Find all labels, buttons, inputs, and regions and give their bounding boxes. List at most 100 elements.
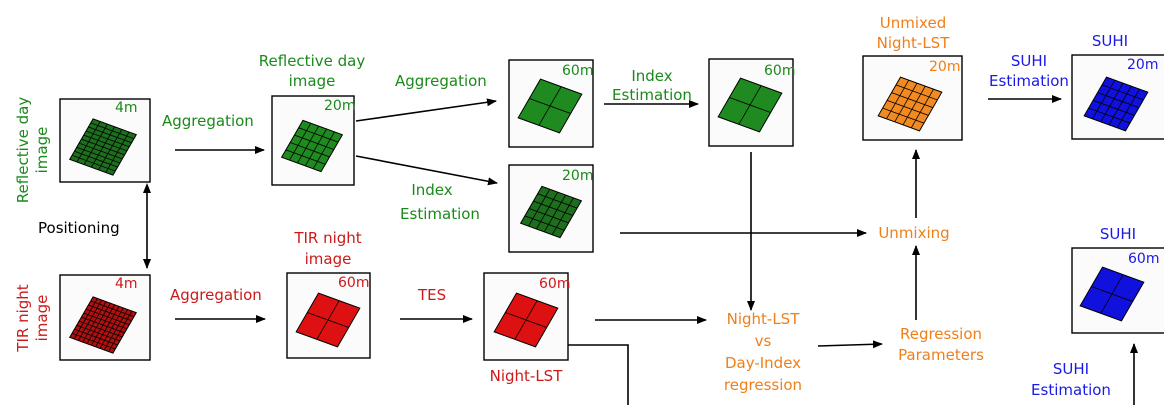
- side-label-tir-line2: image: [33, 295, 51, 342]
- grid-line: [528, 189, 551, 227]
- grid-line: [1116, 89, 1140, 128]
- suhi-estimation-bottom-line1: SUHI: [1053, 360, 1089, 378]
- grid-line: [537, 193, 578, 209]
- grid-line: [1100, 83, 1124, 122]
- index-estimation-label-upper-line1: Index: [631, 67, 672, 85]
- res-label-20m-reflective: 20m: [324, 98, 355, 114]
- grid-line: [297, 125, 320, 164]
- arrow-aggregation-mid: [355, 98, 497, 122]
- grid-line: [910, 89, 934, 128]
- grid-line: [543, 194, 566, 233]
- grid-line: [536, 191, 559, 230]
- res-label-60m-suhi: 60m: [1128, 251, 1159, 267]
- grid-line: [886, 80, 910, 119]
- grid-line: [88, 304, 132, 322]
- regression-params-line1: Regression: [900, 325, 982, 343]
- index-estimation-label-lower-line1: Index: [411, 181, 452, 199]
- grid-line: [83, 134, 128, 152]
- aggregation-label-bottom: Aggregation: [170, 286, 262, 304]
- side-label-reflective-line1: Reflective day: [14, 97, 32, 204]
- res-label-4m-reflective: 4m: [115, 100, 138, 116]
- tile-background: [280, 119, 344, 173]
- grid-line: [81, 138, 125, 156]
- grid-unmixed-20m: [877, 76, 943, 132]
- grid-line: [90, 122, 135, 140]
- side-label-tir: TIR night image: [14, 284, 51, 352]
- res-label-20m-unmixed: 20m: [929, 59, 960, 75]
- tile-background: [1083, 76, 1149, 132]
- grid-line: [85, 308, 130, 326]
- grid-line: [505, 312, 547, 328]
- grid-line: [902, 86, 926, 125]
- res-label-60m-green-a: 60m: [562, 63, 593, 79]
- grid-line: [1092, 99, 1135, 116]
- grid-line: [895, 84, 938, 101]
- grid-line: [1101, 84, 1144, 101]
- suhi-60m-title: SUHI: [1100, 225, 1136, 243]
- grid-line: [88, 126, 132, 144]
- grid-line: [76, 324, 121, 342]
- regression-label-line3: Day-Index: [725, 354, 801, 372]
- suhi-estimation-top-line2: Estimation: [989, 72, 1069, 90]
- grid-line: [304, 128, 327, 167]
- grid-tir-4m: [68, 296, 138, 354]
- tile-background: [877, 76, 943, 132]
- unmixed-title-line1: Unmixed: [880, 14, 946, 32]
- regression-label-line4: regression: [724, 376, 802, 394]
- reflective-20m-title-line2: image: [289, 72, 336, 90]
- grid-line: [551, 197, 574, 235]
- grid-line: [78, 320, 123, 338]
- side-label-tir-line1: TIR night: [14, 284, 32, 352]
- aggregation-label-top: Aggregation: [162, 112, 254, 130]
- grid-line: [90, 300, 135, 318]
- grid-line: [882, 107, 925, 124]
- grid-line: [533, 200, 574, 216]
- grid-line: [1108, 86, 1132, 125]
- grid-line: [71, 154, 116, 172]
- grid-line: [71, 332, 116, 350]
- res-label-60m-night-lst: 60m: [539, 276, 570, 292]
- grid-green-60m-a: [517, 78, 583, 134]
- grid-line: [74, 328, 118, 346]
- grid-line: [289, 142, 330, 158]
- suhi-estimation-top-line1: SUHI: [1011, 52, 1047, 70]
- grid-line: [85, 130, 130, 148]
- grid-line: [294, 134, 335, 150]
- grid-tir-60m: [295, 292, 361, 348]
- index-estimation-label-upper-line2: Estimation: [612, 86, 692, 104]
- grid-line: [285, 149, 326, 165]
- grid-line: [1088, 107, 1131, 124]
- grid-night-lst-60m: [493, 292, 559, 348]
- regression-label-line1: Night-LST: [727, 310, 801, 328]
- tes-label: TES: [417, 286, 446, 304]
- grid-line: [78, 142, 123, 160]
- regression-label-line2: vs: [755, 332, 772, 350]
- res-label-60m-tir: 60m: [338, 275, 369, 291]
- grid-reflective-20m: [280, 119, 344, 173]
- night-lst-caption: Night-LST: [490, 367, 564, 385]
- res-label-60m-green-b: 60m: [764, 63, 795, 79]
- res-label-4m-tir: 4m: [115, 276, 138, 292]
- grid-line: [1097, 92, 1140, 109]
- grid-line: [1092, 80, 1116, 119]
- grid-line: [83, 312, 128, 330]
- grid-suhi-60m: [1079, 266, 1145, 322]
- grid-line: [1091, 286, 1133, 302]
- grid-green-20m: [519, 185, 583, 239]
- grid-line: [528, 208, 569, 224]
- grid-line: [886, 99, 929, 116]
- grid-line: [74, 150, 118, 168]
- aggregation-label-mid: Aggregation: [395, 72, 487, 90]
- grid-line: [289, 123, 312, 161]
- res-label-20m-suhi: 20m: [1127, 57, 1158, 73]
- grid-line: [307, 312, 349, 328]
- tir-60m-title-line1: TIR night: [293, 229, 361, 247]
- grid-line: [524, 215, 565, 231]
- connector-night-lst-down: [568, 344, 629, 405]
- grid-line: [81, 316, 125, 334]
- grid-line: [729, 97, 771, 113]
- grid-suhi-20m: [1083, 76, 1149, 132]
- grid-line: [76, 146, 121, 164]
- arrow-index-estimation-lower: [355, 155, 498, 186]
